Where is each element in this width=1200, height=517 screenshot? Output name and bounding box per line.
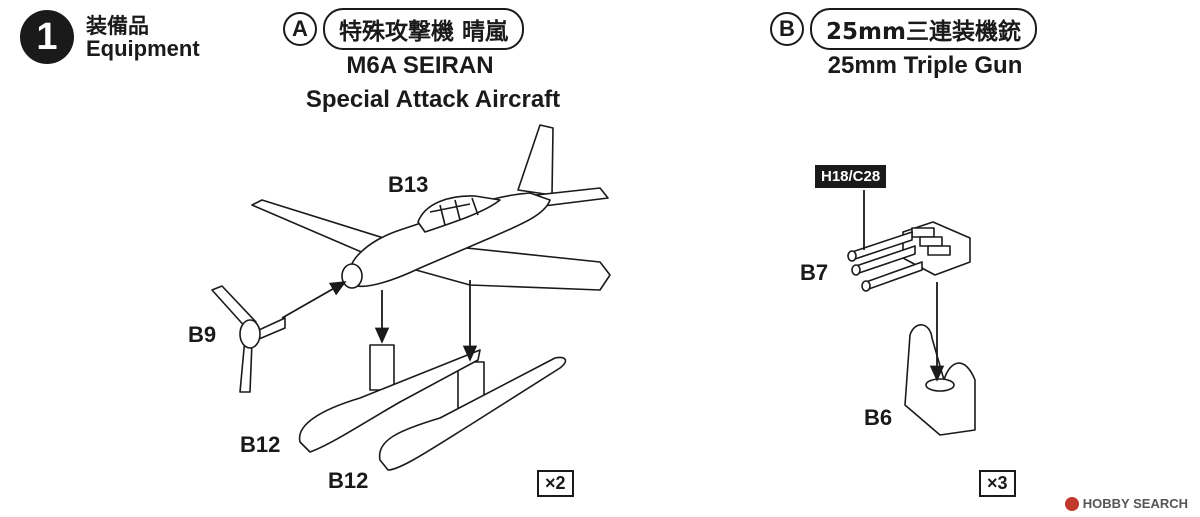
part-label-b12-lower: B12 (328, 468, 369, 493)
part-label-b7: B7 (800, 260, 829, 285)
section-a-subtitle-1: M6A SEIRAN (346, 52, 494, 79)
watermark: HOBBY SEARCH (1064, 496, 1188, 511)
float-lower (378, 356, 567, 471)
aircraft-tail-fin (517, 124, 554, 196)
part-label-b13: B13 (388, 172, 429, 197)
sprue-reference-tag: H18/C28 (815, 165, 887, 188)
section-a-letter: A (283, 12, 317, 46)
part-label-b12-upper: B12 (240, 432, 281, 457)
watermark-text: HOBBY SEARCH (1082, 496, 1188, 511)
section-b-header: B 25mm三連装機銃 (770, 8, 1037, 50)
step-title-en: Equipment (86, 36, 200, 61)
section-b-title-jp: 25mm三連装機銃 (810, 8, 1037, 50)
hobbysearch-logo-icon (1064, 496, 1079, 511)
aircraft-fuselage (349, 192, 551, 288)
section-a-quantity: ×2 (537, 470, 574, 497)
section-b-quantity: ×3 (979, 470, 1016, 497)
float-strut-left (369, 344, 395, 391)
part-label-b6: B6 (864, 405, 893, 430)
step-title-jp: 装備品 (86, 14, 149, 38)
section-b-subtitle: 25mm Triple Gun (827, 52, 1023, 79)
section-a-subtitle-2: Special Attack Aircraft (305, 86, 561, 113)
float-upper (298, 349, 481, 453)
arrow-b9 (281, 281, 347, 319)
section-a-header: A 特殊攻撃機 晴嵐 (283, 8, 525, 50)
aircraft-nose (341, 263, 363, 289)
part-label-b9: B9 (188, 322, 217, 347)
section-b-letter: B (770, 12, 804, 46)
step-number-badge: 1 (20, 10, 74, 64)
section-a-title-jp: 特殊攻撃機 晴嵐 (323, 8, 525, 50)
